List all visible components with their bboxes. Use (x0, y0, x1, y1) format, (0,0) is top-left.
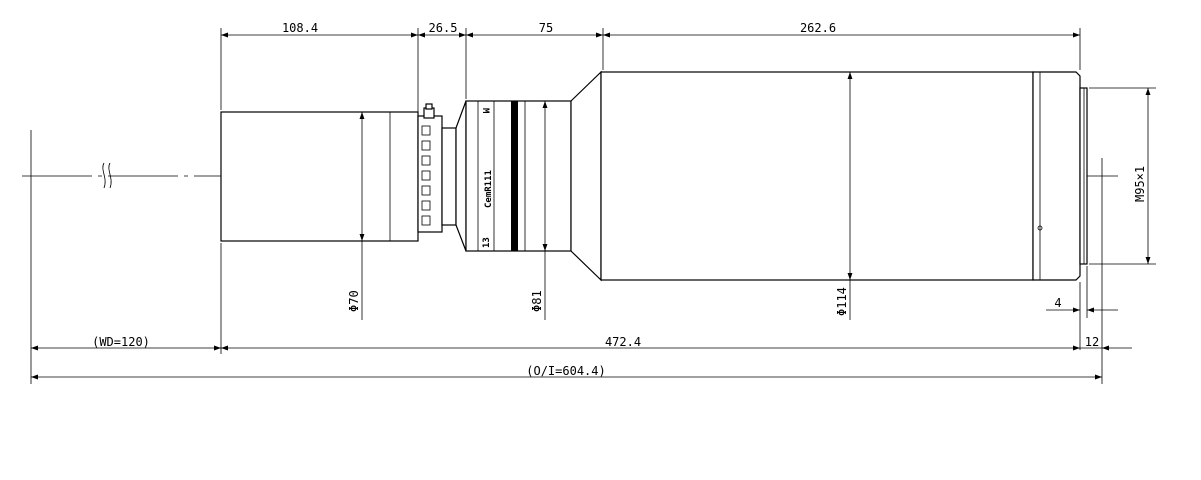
dim-dia-front: Φ70 (347, 290, 361, 312)
dim-dia-rear: Φ114 (835, 287, 849, 316)
dim-body-length: 472.4 (605, 335, 641, 349)
break-mark-icon (102, 162, 112, 189)
dim-flange-offset: 4 (1054, 296, 1061, 310)
dim-rear-extension: 12 (1085, 335, 1099, 349)
lens-body: M CemR111 13 (220, 70, 1088, 282)
set-screw-icon (1037, 225, 1043, 231)
dim-front-length: 108.4 (282, 21, 318, 35)
aperture-band (511, 101, 518, 251)
thread-dimension: M95×1 (1089, 87, 1156, 265)
dim-rear-length: 262.6 (800, 21, 836, 35)
taper-front (455, 100, 467, 252)
thread-mount (1079, 87, 1088, 265)
front-barrel (220, 111, 419, 242)
dim-object-to-image: (O/I=604.4) (526, 364, 605, 378)
flange-offset-dimension: 4 (1046, 266, 1118, 350)
top-dimensions: 108.4 26.5 75 262.6 (220, 21, 1081, 114)
collar (441, 127, 457, 226)
diameter-dimensions: Φ70 Φ81 Φ114 (347, 72, 853, 320)
rear-body (600, 71, 1034, 281)
bottom-dimensions: (WD=120) 472.4 12 (O/I=604.4) (30, 158, 1132, 384)
focus-ring-knurl (421, 125, 431, 226)
transition-cone (570, 70, 602, 282)
dim-focus-section: 26.5 (429, 21, 458, 35)
barrel-mark-letter: M (480, 108, 490, 114)
dim-dia-middle: Φ81 (530, 290, 544, 312)
barrel-side-text: 13 (482, 237, 492, 248)
barrel-marking: CemR111 (484, 170, 494, 208)
dim-working-distance: (WD=120) (92, 335, 150, 349)
middle-section (465, 100, 572, 252)
rear-flange (1032, 71, 1081, 281)
dim-thread: M95×1 (1133, 166, 1147, 202)
dim-middle-section: 75 (539, 21, 553, 35)
